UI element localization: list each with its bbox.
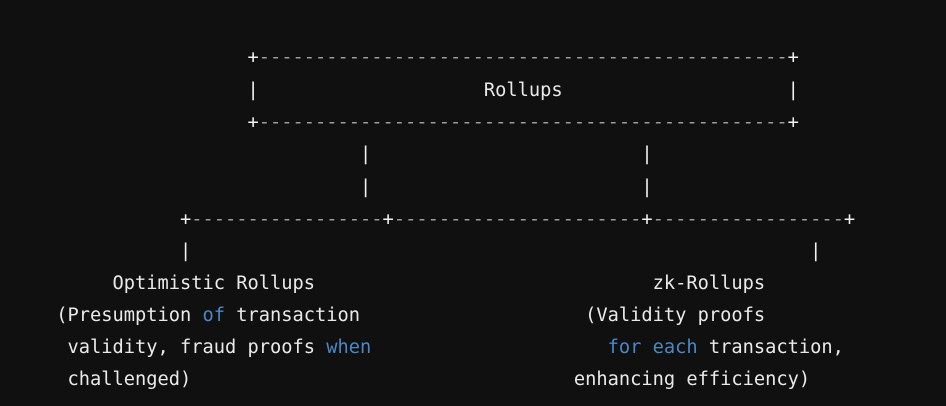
indent-spacer [0,112,248,133]
gap-spacer [191,369,574,390]
gap-spacer [191,241,810,262]
branch-heading-row: Optimistic Rollups zk-Rollups [0,268,766,301]
indent-spacer [0,337,68,358]
indent-spacer [0,209,180,230]
indent-spacer [0,47,248,68]
rail-junction-2: + [382,209,394,230]
zk-desc-line3: enhancing efficiency) [573,369,811,390]
connector-pipe-left-upper: | [360,144,372,165]
optimistic-keyword-when: when [326,337,372,358]
connector-pipe-left-lower: | [360,177,372,198]
zk-desc-line1: (Validity proofs [585,305,766,326]
branch-rail: +-----------------+---------------------… [0,204,855,237]
zk-keyword-each: each [652,337,698,358]
branch-desc-row-3: challenged) enhancing efficiency) [0,364,811,397]
optimistic-desc-line2-part1: validity, fraud proofs [67,337,327,358]
gap-spacer [360,305,585,326]
indent-spacer [0,241,180,262]
indent-spacer [0,305,56,326]
branch-desc-row-2: validity, fraud proofs when for each tra… [0,332,844,365]
rollups-box-bottom-border: +---------------------------------------… [0,107,799,140]
zk-keyword-for: for [607,337,642,358]
branch-drop-row: | | [0,236,821,269]
connector-row-lower: | | [0,172,653,205]
gap-spacer [371,177,641,198]
optimistic-desc-line1-part1: (Presumption [56,305,203,326]
box-left-edge-pipe: | [247,80,259,101]
indent-spacer [0,177,360,198]
gap-spacer [371,337,607,358]
bottom-border-dashes: ----------------------------------------… [258,112,788,133]
branch-drop-pipe-left: | [180,241,192,262]
corner-plus-bottom-left: + [247,112,259,133]
rail-junction-3: + [641,209,653,230]
branch-drop-pipe-right: | [810,241,822,262]
indent-spacer [0,369,68,390]
zk-desc-line2-part2: transaction, [697,337,844,358]
indent-spacer [0,144,360,165]
box-right-edge-pipe: | [787,80,799,101]
rail-dashes-1: ----------------- [191,209,383,230]
corner-plus-top-left: + [247,47,259,68]
branch-heading-optimistic-rollups: Optimistic Rollups [112,273,316,294]
connector-pipe-right-upper: | [641,144,653,165]
rail-junction-1: + [180,209,192,230]
rollups-box-label-row: | Rollups | [0,75,799,108]
zk-desc-space [641,337,652,358]
connector-row-upper: | | [0,139,653,172]
rollups-box-top-border: +---------------------------------------… [0,42,799,75]
rail-dashes-3: ----------------- [652,209,844,230]
gap-spacer [371,144,641,165]
optimistic-desc-line1-part2: transaction [225,305,361,326]
gap-spacer [315,273,653,294]
label-lead-spacer [259,80,484,101]
indent-spacer [0,80,248,101]
rail-dashes-2: ---------------------- [393,209,642,230]
corner-plus-top-right: + [787,47,799,68]
branch-desc-row-1: (Presumption of transaction (Validity pr… [0,300,765,333]
branch-heading-zk-rollups: zk-Rollups [652,273,766,294]
connector-pipe-right-lower: | [641,177,653,198]
label-trail-spacer [563,80,788,101]
top-border-dashes: ----------------------------------------… [258,47,788,68]
rail-junction-4: + [843,209,856,230]
indent-spacer [0,273,113,294]
optimistic-desc-line3: challenged) [67,369,192,390]
optimistic-keyword-of: of [202,305,226,326]
page-title: Rollups [483,80,563,101]
corner-plus-bottom-right: + [787,112,799,133]
